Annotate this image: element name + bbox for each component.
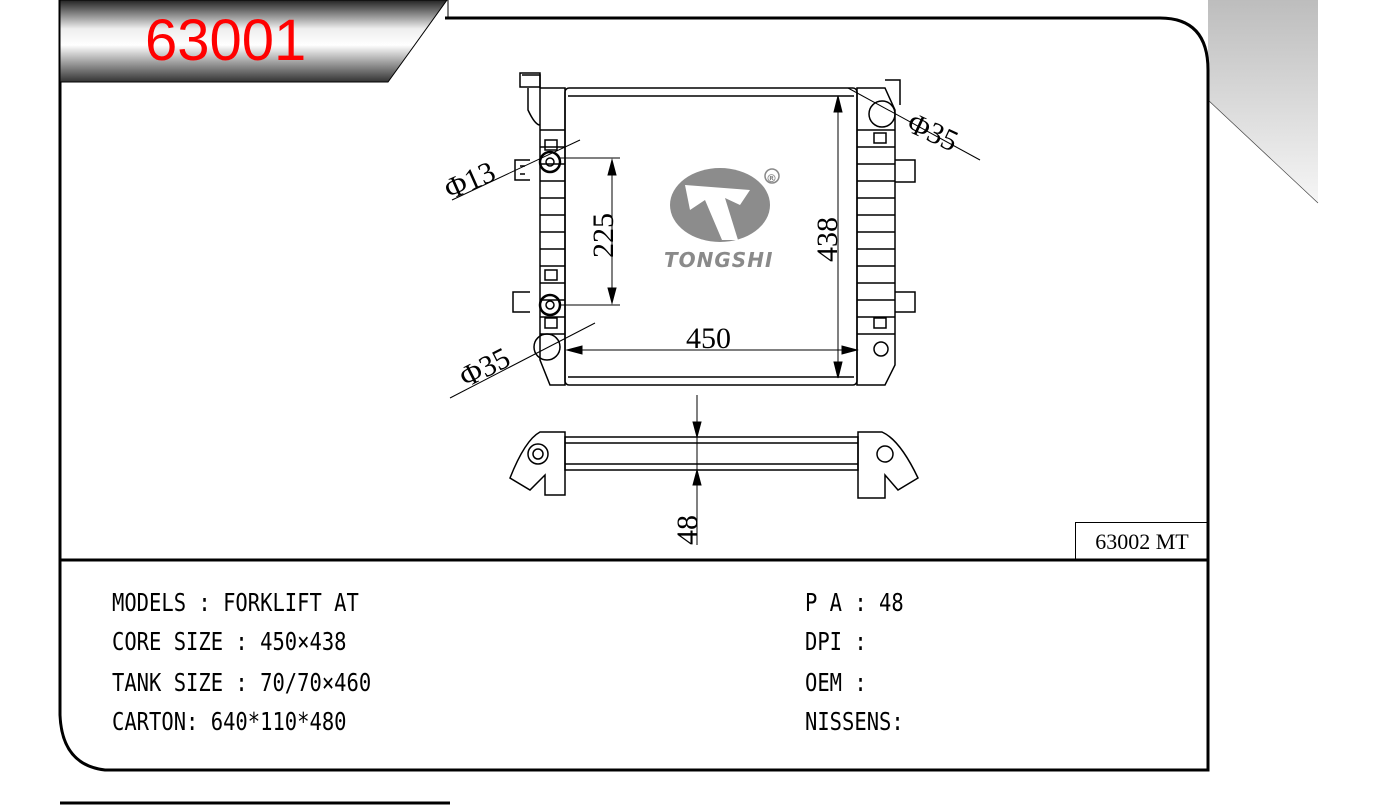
frame-border <box>58 0 1210 772</box>
title-banner <box>59 0 448 83</box>
part-number-title: 63001 <box>145 8 307 73</box>
dim-outlet: Φ35 <box>454 341 515 394</box>
brand-logo-text: TONGSHI <box>664 248 774 272</box>
spec-models: MODELS : FORKLIFT AT <box>112 588 359 617</box>
spec-oem: OEM : <box>805 668 867 697</box>
dim-core-width: 450 <box>686 322 731 355</box>
dim-port-spacing: 225 <box>587 213 620 258</box>
spec-tank-size: TANK SIZE : 70/70×460 <box>112 668 372 697</box>
dim-small-port: Φ13 <box>439 155 500 206</box>
spec-nissens: NISSENS: <box>805 707 904 736</box>
spec-pa: P A : 48 <box>805 588 904 617</box>
radiator-core <box>512 72 916 386</box>
dim-core-thickness: 48 <box>671 515 704 545</box>
alt-part-number: 63002 MT <box>1075 522 1208 560</box>
dim-core-height: 438 <box>811 217 844 262</box>
registered-mark: ® <box>766 172 777 185</box>
dim-inlet: Φ35 <box>902 106 963 158</box>
corner-decoration <box>1208 0 1318 203</box>
bottom-view <box>509 431 919 499</box>
spec-core-size: CORE SIZE : 450×438 <box>112 627 347 656</box>
dimension-lines <box>449 87 981 545</box>
spec-dpi: DPI : <box>805 627 867 656</box>
spec-carton: CARTON: 640*110*480 <box>112 707 347 736</box>
